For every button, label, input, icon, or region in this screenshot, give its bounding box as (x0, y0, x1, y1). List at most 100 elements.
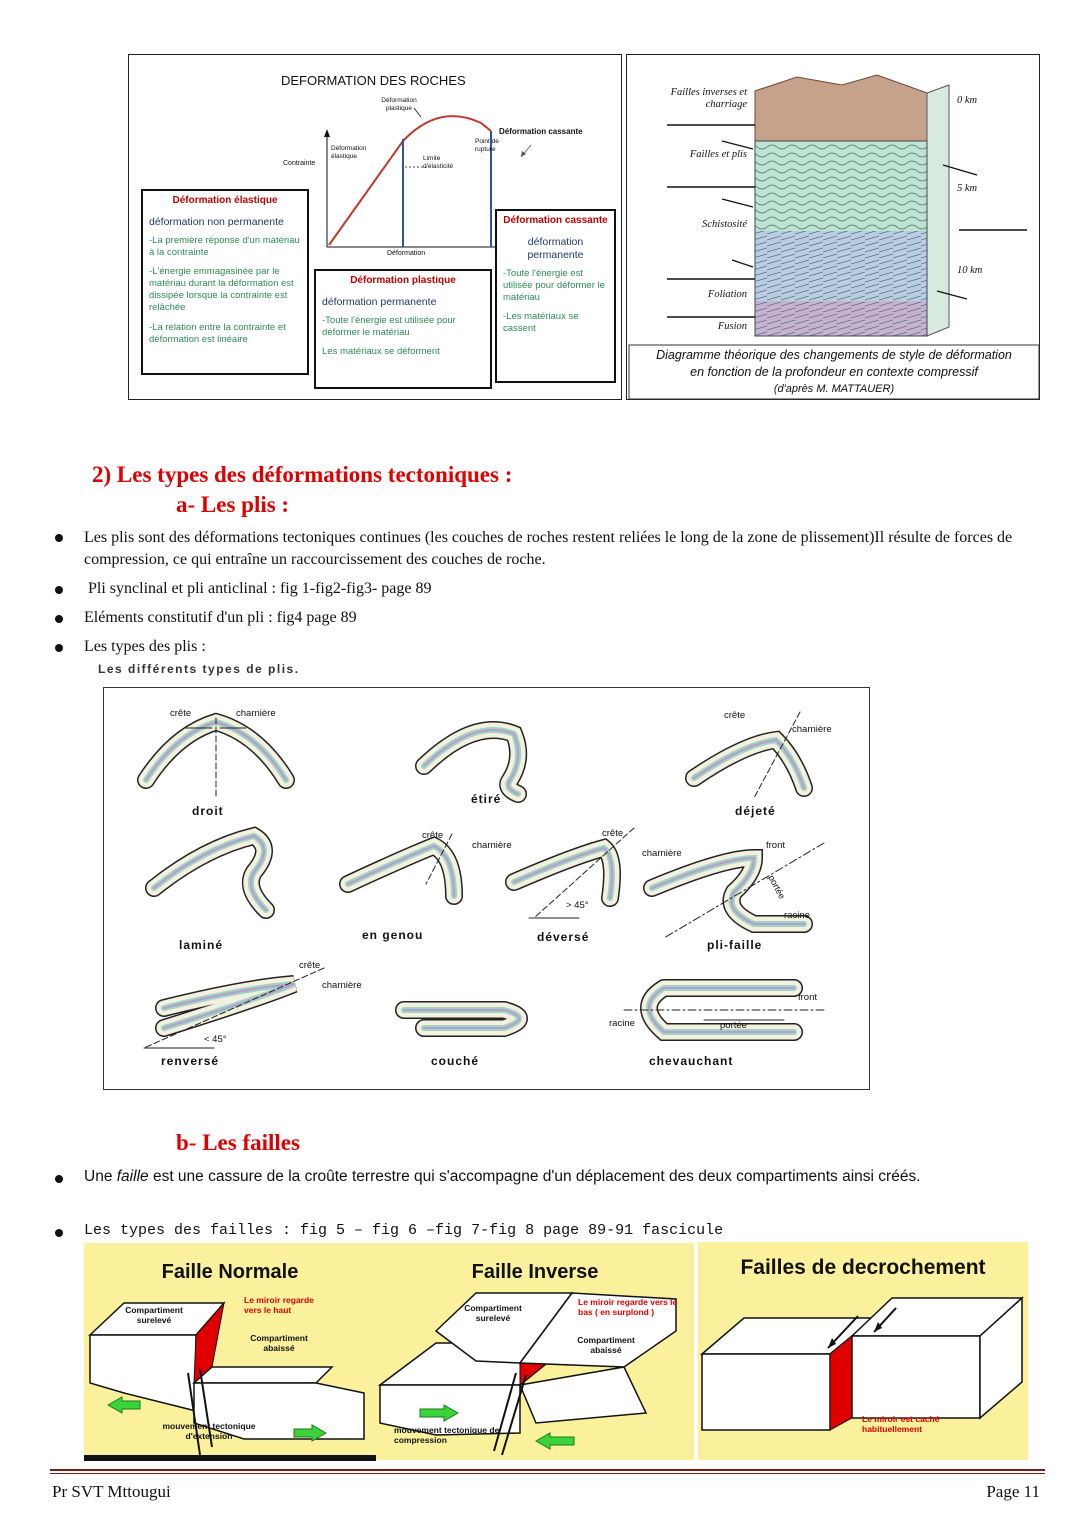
footer-rule-thin (50, 1473, 1045, 1474)
term-portee: portée (720, 1020, 747, 1031)
panel-bottom-bar (84, 1455, 376, 1461)
depth-10: 10 km (957, 265, 983, 276)
label-deformation: Déformation (387, 250, 426, 257)
fold-dejete: déjeté (735, 804, 776, 818)
box-elastique: Déformation élastique déformation non pe… (141, 189, 309, 375)
bullet-icon (54, 1172, 66, 1184)
label-failles-inverses: Failles inverses et charriage (670, 87, 747, 110)
bullet-types-failles: Les types des failles : fig 5 – fig 6 –f… (84, 1222, 724, 1239)
box-cassante-sub: déformation permanente (527, 235, 584, 261)
inverse-title: Faille Inverse (471, 1261, 599, 1283)
fold-lamine: laminé (179, 938, 224, 952)
normale-miroir: Le miroir regarde vers le haut (244, 1295, 314, 1315)
term-front: front (766, 840, 786, 851)
box-elastique-sub: déformation non permanente (149, 215, 284, 228)
deformation-title: DEFORMATION DES ROCHES (281, 73, 466, 88)
faille-def-post: est une cassure de la croûte terrestre q… (148, 1168, 921, 1185)
bullet-icon (54, 641, 66, 653)
fold-drawings (137, 711, 825, 1049)
fold-types-figure: droit étiré déjeté laminé en genou déver… (103, 687, 870, 1090)
inverse-miroir: Le miroir regarde vers le bas ( en surpl… (578, 1297, 678, 1317)
label-rupture: Point de rupture (475, 138, 499, 153)
footer-page: Page 11 (986, 1482, 1040, 1501)
term-lt45: < 45° (204, 1034, 227, 1045)
normale-abaisse: Compartiment abaissé (250, 1333, 308, 1353)
label-elastique: Déformation élastique (331, 145, 367, 160)
inverse-abaisse: Compartiment abaissé (577, 1335, 635, 1355)
bullet-elements: Eléments constitutif d'un pli : fig4 pag… (84, 609, 357, 626)
panel-faille-normale: Faille Normale Compartiment surelevé Le … (84, 1243, 376, 1460)
fold-en-genou: en genou (362, 928, 424, 942)
normale-title: Faille Normale (161, 1261, 299, 1283)
box-elastique-p2: -L'énergie emmagasinée par le matériau d… (149, 266, 294, 313)
footer-author: Pr SVT Mttougui (52, 1482, 171, 1501)
decro-block (699, 1296, 1024, 1431)
label-fusion: Fusion (717, 321, 747, 332)
fold-deverse: déversé (537, 930, 590, 944)
box-plastique-sub: déformation permanente (322, 295, 437, 308)
box-plastique-p2: Les matériaux se déforment (322, 346, 440, 358)
term-crete: crête (602, 828, 624, 839)
caption-line-2: en fonction de la profondeur en contexte… (690, 365, 978, 379)
bullet-plis-definition: Les plis sont des déformations tectoniqu… (84, 529, 1013, 568)
fold-renverse: renversé (161, 1054, 220, 1068)
faille-def-em: faille (116, 1168, 149, 1185)
fold-droit: droit (192, 804, 224, 818)
inverse-surelev: Compartiment surelevé (464, 1303, 522, 1323)
fold-pli-faille: pli-faille (707, 938, 763, 952)
panel-faille-inverse: Faille Inverse Compartiment surelevé Le … (376, 1243, 694, 1460)
bullet-icon (54, 531, 66, 543)
bullet-icon (54, 1226, 66, 1238)
decro-miroir: Le miroir est caché habituellement (862, 1414, 940, 1434)
term-gt45: > 45° (566, 900, 589, 911)
label-plastique: Déformation plastique (381, 97, 417, 112)
panel-faille-decrochement: Failles de decrochement Le miroir est ca… (698, 1242, 1028, 1460)
label-failles-plis: Failles et plis (689, 149, 747, 160)
box-elastique-p3: -La relation entre la contrainte et défo… (149, 321, 286, 345)
bullet-types-plis: Les types des plis : (84, 638, 206, 655)
box-plastique-p1: -Toute l'énergie est utilisée pour défor… (322, 314, 456, 338)
label-foliation: Foliation (707, 289, 747, 300)
term-crete: crête (422, 830, 444, 841)
deformation-figure: DEFORMATION DES ROCHES Déformation plast… (128, 54, 622, 400)
normale-mvt: mouvement tectonique d'extension (162, 1421, 256, 1441)
term-front: front (798, 992, 818, 1003)
fold-couche: couché (431, 1054, 480, 1068)
term-charniere: charnière (642, 848, 682, 859)
label-schistosite: Schistosité (702, 219, 747, 230)
diagram-caption: Diagramme théorique des changements de s… (631, 347, 1037, 398)
label-contrainte: Contrainte (283, 160, 316, 167)
box-plastique-title: Déformation plastique (350, 275, 456, 286)
subheading-plis: a- Les plis : (176, 492, 290, 517)
term-crete: crête (170, 708, 192, 719)
subheading-failles: b- Les failles (176, 1130, 300, 1155)
section-heading: 2) Les types des déformations tectonique… (92, 462, 513, 487)
depth-5: 5 km (957, 183, 978, 194)
term-charniere: charnière (792, 724, 832, 735)
term-racine: racine (784, 910, 810, 921)
caption-line-3: (d'après M. MATTAUER) (773, 383, 895, 395)
term-crete: crête (299, 960, 321, 971)
caption-line-1: Diagramme théorique des changements de s… (656, 348, 1012, 362)
label-cassante: Déformation cassante (499, 127, 583, 136)
box-cassante-p1: -Toute l'énergie est utilisée pour défor… (503, 267, 605, 303)
box-plastique: Déformation plastique déformation perman… (314, 269, 492, 389)
bullet-faille-definition: Une faille est une cassure de la croûte … (84, 1166, 1034, 1188)
folds-caption: Les différents types de plis. (98, 662, 300, 676)
box-cassante-p2: -Les matériaux se cassent (503, 311, 579, 335)
footer-rule (50, 1469, 1045, 1471)
term-crete: crête (724, 710, 746, 721)
bullet-synclinal: Pli synclinal et pli anticlinal : fig 1-… (84, 580, 432, 597)
box-elastique-p1: -La première réponse d'un matériau à la … (149, 234, 300, 258)
normale-block (88, 1301, 365, 1456)
box-cassante: Déformation cassante déformation permane… (495, 209, 616, 383)
term-racine: racine (609, 1018, 635, 1029)
term-charniere: charnière (472, 840, 512, 851)
bullet-icon (54, 612, 66, 624)
bullet-icon (54, 583, 66, 595)
fold-chevauchant: chevauchant (649, 1054, 734, 1068)
term-charniere: charnière (322, 980, 362, 991)
box-elastique-title: Déformation élastique (172, 195, 278, 206)
faille-def-pre: Une (84, 1168, 117, 1185)
depth-diagram-figure: Failles inverses et charriage Failles et… (626, 54, 1040, 400)
